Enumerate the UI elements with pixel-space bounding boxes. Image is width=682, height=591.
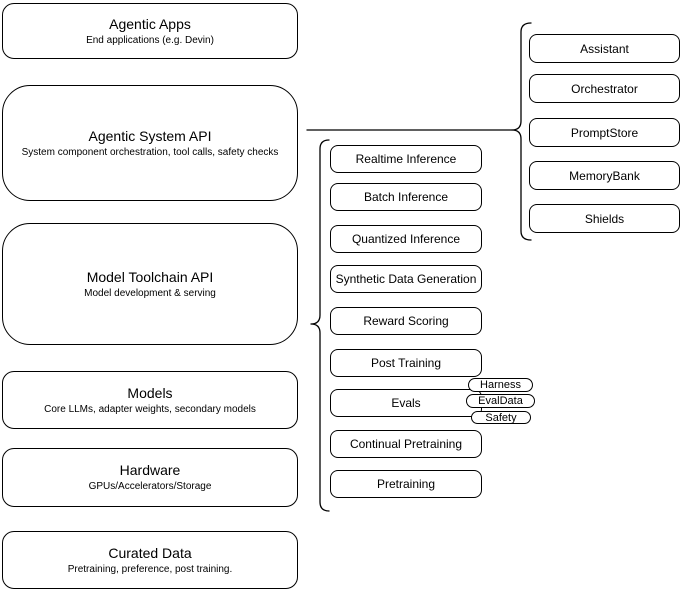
node-label: Quantized Inference <box>351 232 461 246</box>
node-shields: Shields <box>529 204 680 233</box>
node-subtitle: Model development & serving <box>84 287 216 299</box>
node-label: Continual Pretraining <box>349 437 463 451</box>
node-agentic-apps: Agentic Apps End applications (e.g. Devi… <box>2 3 298 59</box>
node-label: Synthetic Data Generation <box>335 272 477 286</box>
tag-safety: Safety <box>471 411 531 424</box>
node-batch-inference: Batch Inference <box>330 183 482 211</box>
node-orchestrator: Orchestrator <box>529 74 680 103</box>
node-label: Reward Scoring <box>363 314 449 328</box>
node-evals: Evals <box>330 389 482 417</box>
node-subtitle: Core LLMs, adapter weights, secondary mo… <box>44 403 256 415</box>
node-synthetic-data-generation: Synthetic Data Generation <box>330 265 482 293</box>
node-label: Assistant <box>580 41 629 56</box>
tag-harness: Harness <box>468 378 533 392</box>
node-label: Batch Inference <box>363 190 449 204</box>
node-title: Curated Data <box>108 544 192 561</box>
node-subtitle: Pretraining, preference, post training. <box>67 563 233 575</box>
node-subtitle: System component orchestration, tool cal… <box>21 146 279 158</box>
brace-toolchain-services <box>310 139 330 512</box>
node-post-training: Post Training <box>330 349 482 377</box>
node-promptstore: PromptStore <box>529 118 680 147</box>
node-label: Realtime Inference <box>355 152 457 166</box>
node-title: Agentic System API <box>88 127 212 144</box>
node-label: Post Training <box>370 356 442 370</box>
node-memorybank: MemoryBank <box>529 161 680 190</box>
node-title: Model Toolchain API <box>86 268 214 285</box>
node-label: PromptStore <box>570 125 639 140</box>
node-models: Models Core LLMs, adapter weights, secon… <box>2 371 298 429</box>
node-title: Agentic Apps <box>109 15 191 32</box>
node-label: MemoryBank <box>569 168 640 183</box>
node-model-toolchain-api: Model Toolchain API Model development & … <box>2 223 298 345</box>
node-subtitle: GPUs/Accelerators/Storage <box>88 481 212 492</box>
node-hardware: Hardware GPUs/Accelerators/Storage <box>2 448 298 507</box>
node-label: Shields <box>584 211 625 226</box>
tag-evaldata: EvalData <box>466 394 535 408</box>
node-title: Models <box>127 384 173 401</box>
tag-label: Harness <box>480 379 521 391</box>
node-curated-data: Curated Data Pretraining, preference, po… <box>2 531 298 589</box>
node-continual-pretraining: Continual Pretraining <box>330 430 482 458</box>
node-label: Pretraining <box>376 477 436 491</box>
node-label: Orchestrator <box>571 81 638 96</box>
tag-label: Safety <box>485 411 517 424</box>
node-quantized-inference: Quantized Inference <box>330 225 482 253</box>
node-reward-scoring: Reward Scoring <box>330 307 482 335</box>
node-agentic-system-api: Agentic System API System component orch… <box>2 85 298 201</box>
node-pretraining: Pretraining <box>330 470 482 498</box>
node-label: Evals <box>391 396 421 410</box>
tag-label: EvalData <box>478 395 523 407</box>
node-assistant: Assistant <box>529 34 680 63</box>
node-realtime-inference: Realtime Inference <box>330 145 482 173</box>
node-title: Hardware <box>119 462 181 478</box>
node-subtitle: End applications (e.g. Devin) <box>86 34 214 46</box>
